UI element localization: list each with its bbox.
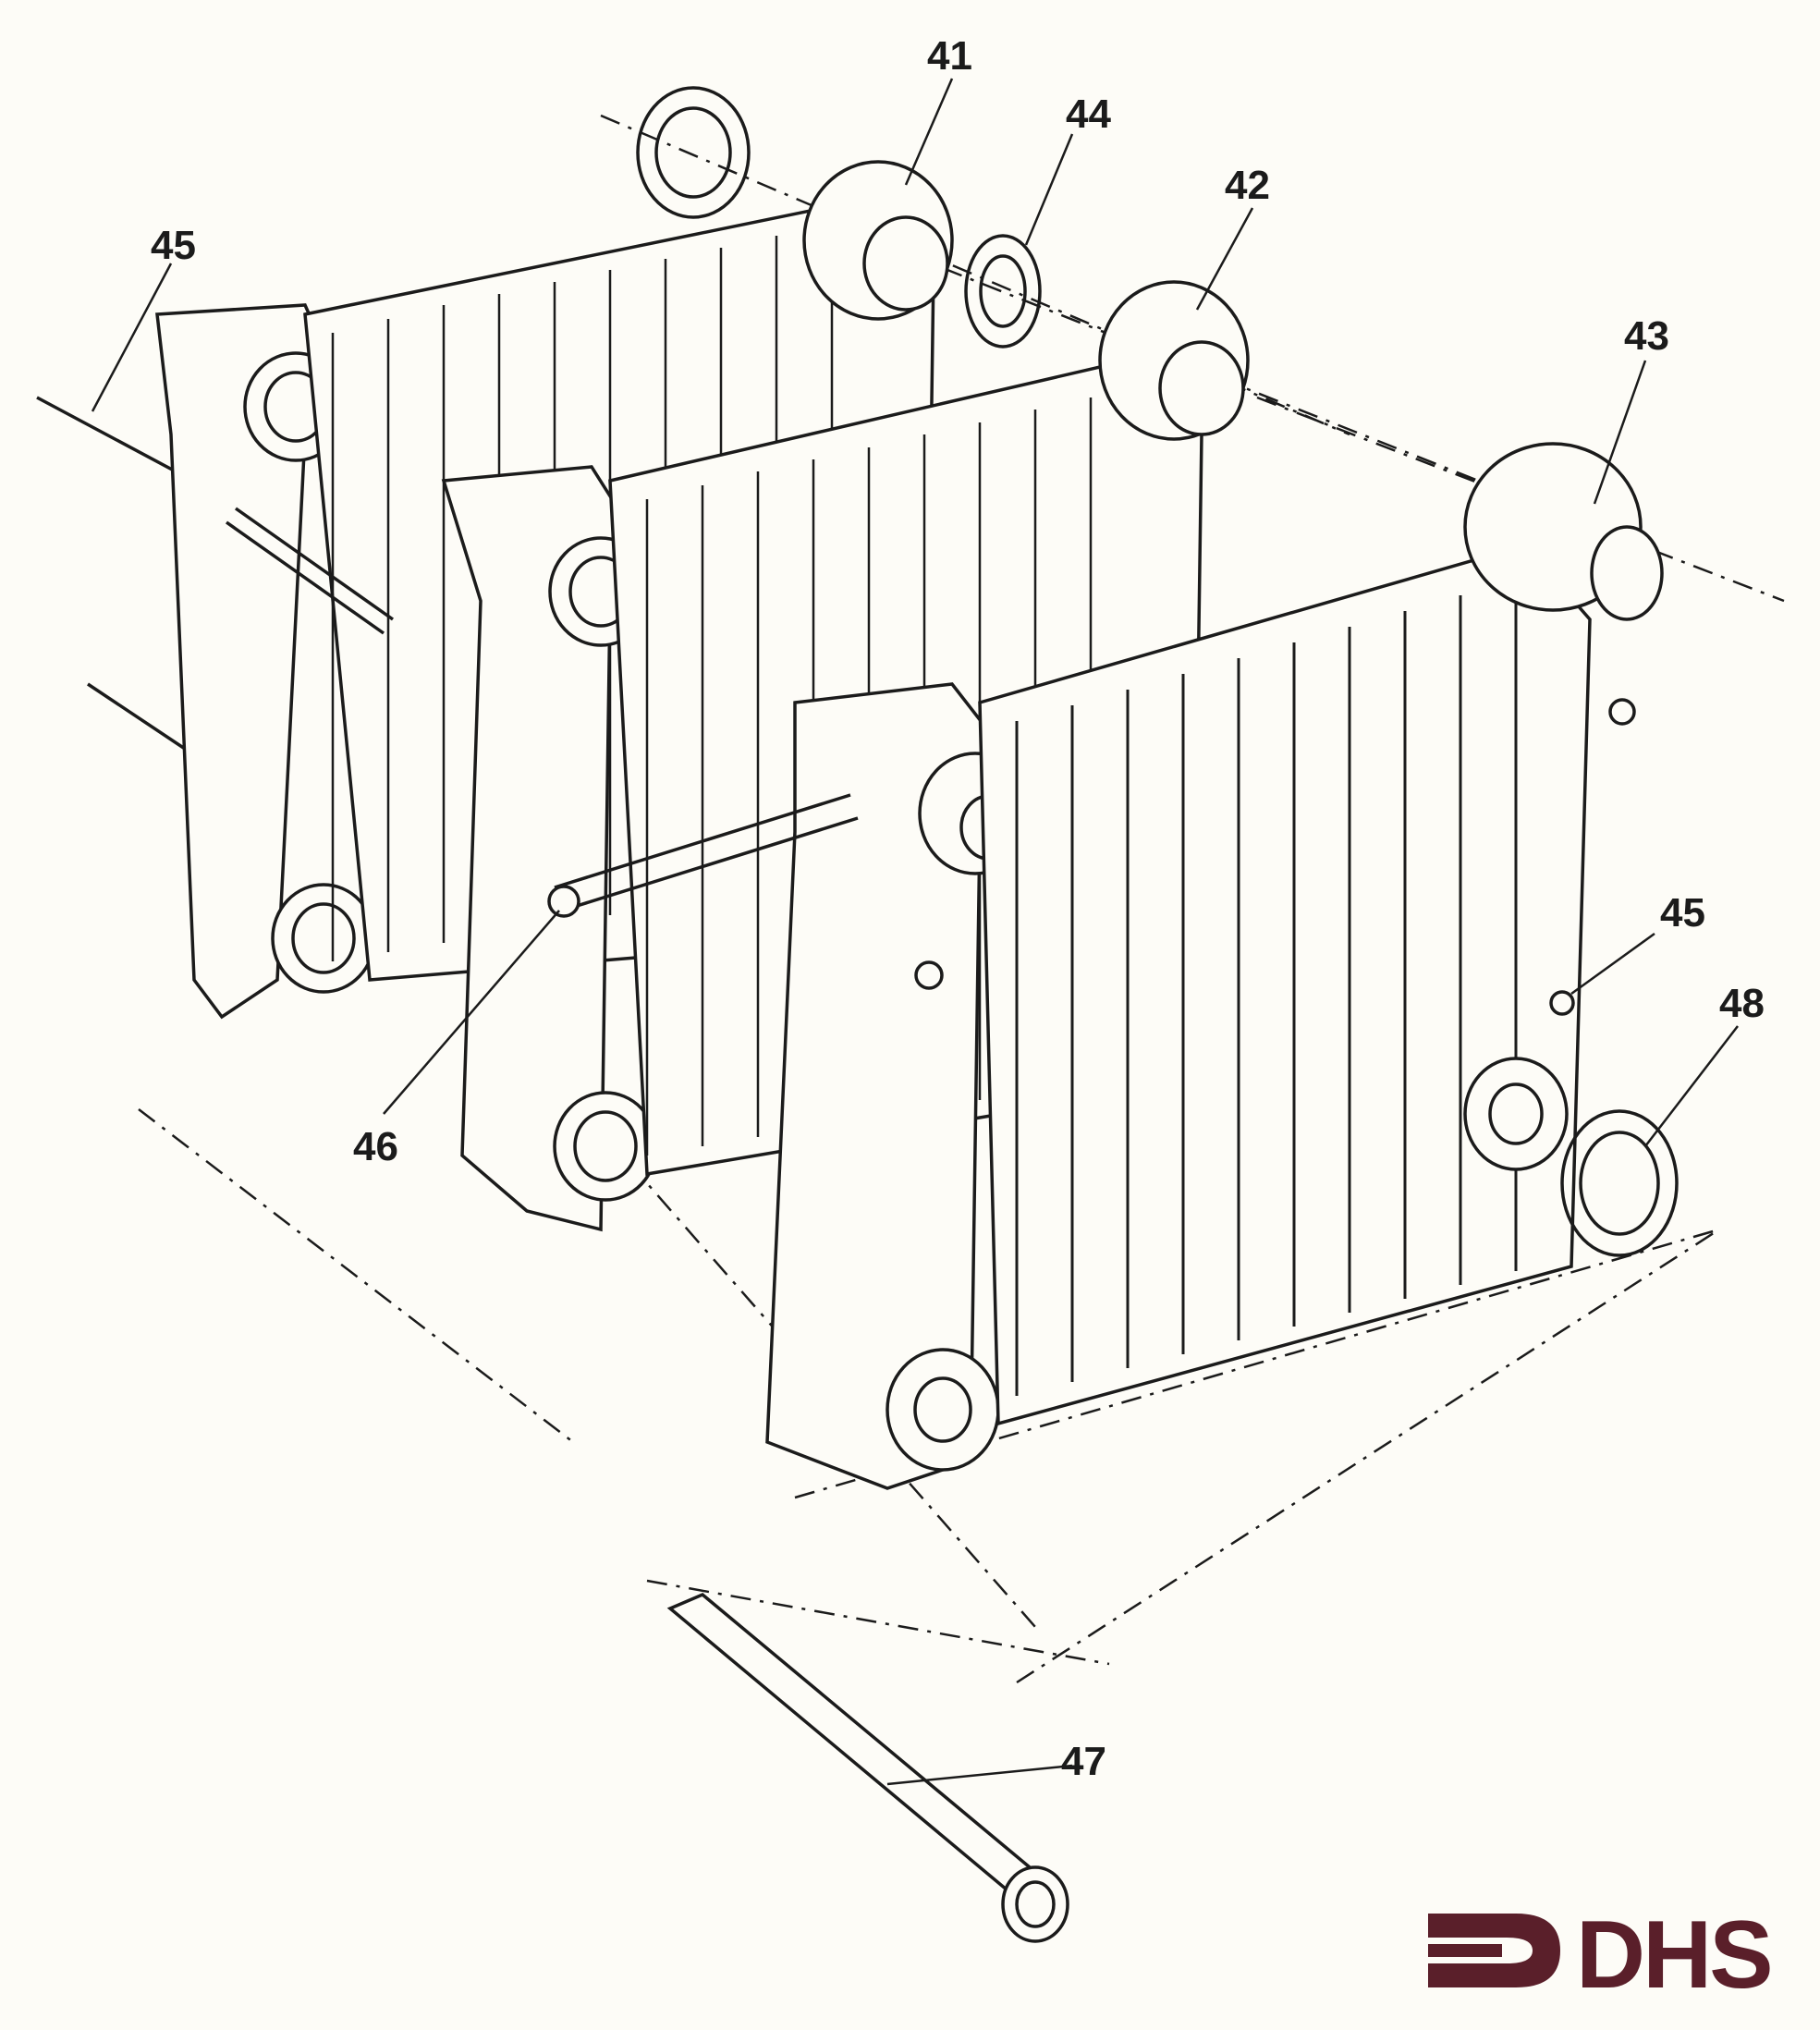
nipple-44 — [964, 234, 1042, 349]
callout-labels: 41 44 42 45 43 45 48 46 47 — [151, 33, 1765, 1784]
callout-47: 47 — [1061, 1739, 1106, 1784]
callout-41: 41 — [927, 33, 972, 79]
callout-44: 44 — [1066, 92, 1111, 137]
callout-48: 48 — [1719, 981, 1765, 1026]
tie-rod-46 — [547, 793, 859, 918]
tube-47 — [666, 1592, 1069, 1943]
callout-46: 46 — [353, 1124, 398, 1169]
callout-43: 43 — [1624, 313, 1669, 359]
logo-text: DHS — [1576, 1902, 1771, 2009]
callout-45-right: 45 — [1660, 890, 1705, 936]
callout-45-left: 45 — [151, 223, 196, 268]
callout-leaders — [91, 78, 1739, 1786]
gasket-48 — [1560, 1109, 1679, 1257]
assembly-guide-lines — [36, 114, 1785, 1684]
logo-bracket-icon — [1428, 1914, 1560, 1987]
dhs-logo: DHS — [1428, 1902, 1774, 2009]
callout-42: 42 — [1225, 163, 1270, 208]
gasket-upper-rear — [636, 86, 751, 219]
radiator-section-43 — [765, 442, 1664, 1490]
nut-45 — [1549, 990, 1575, 1016]
